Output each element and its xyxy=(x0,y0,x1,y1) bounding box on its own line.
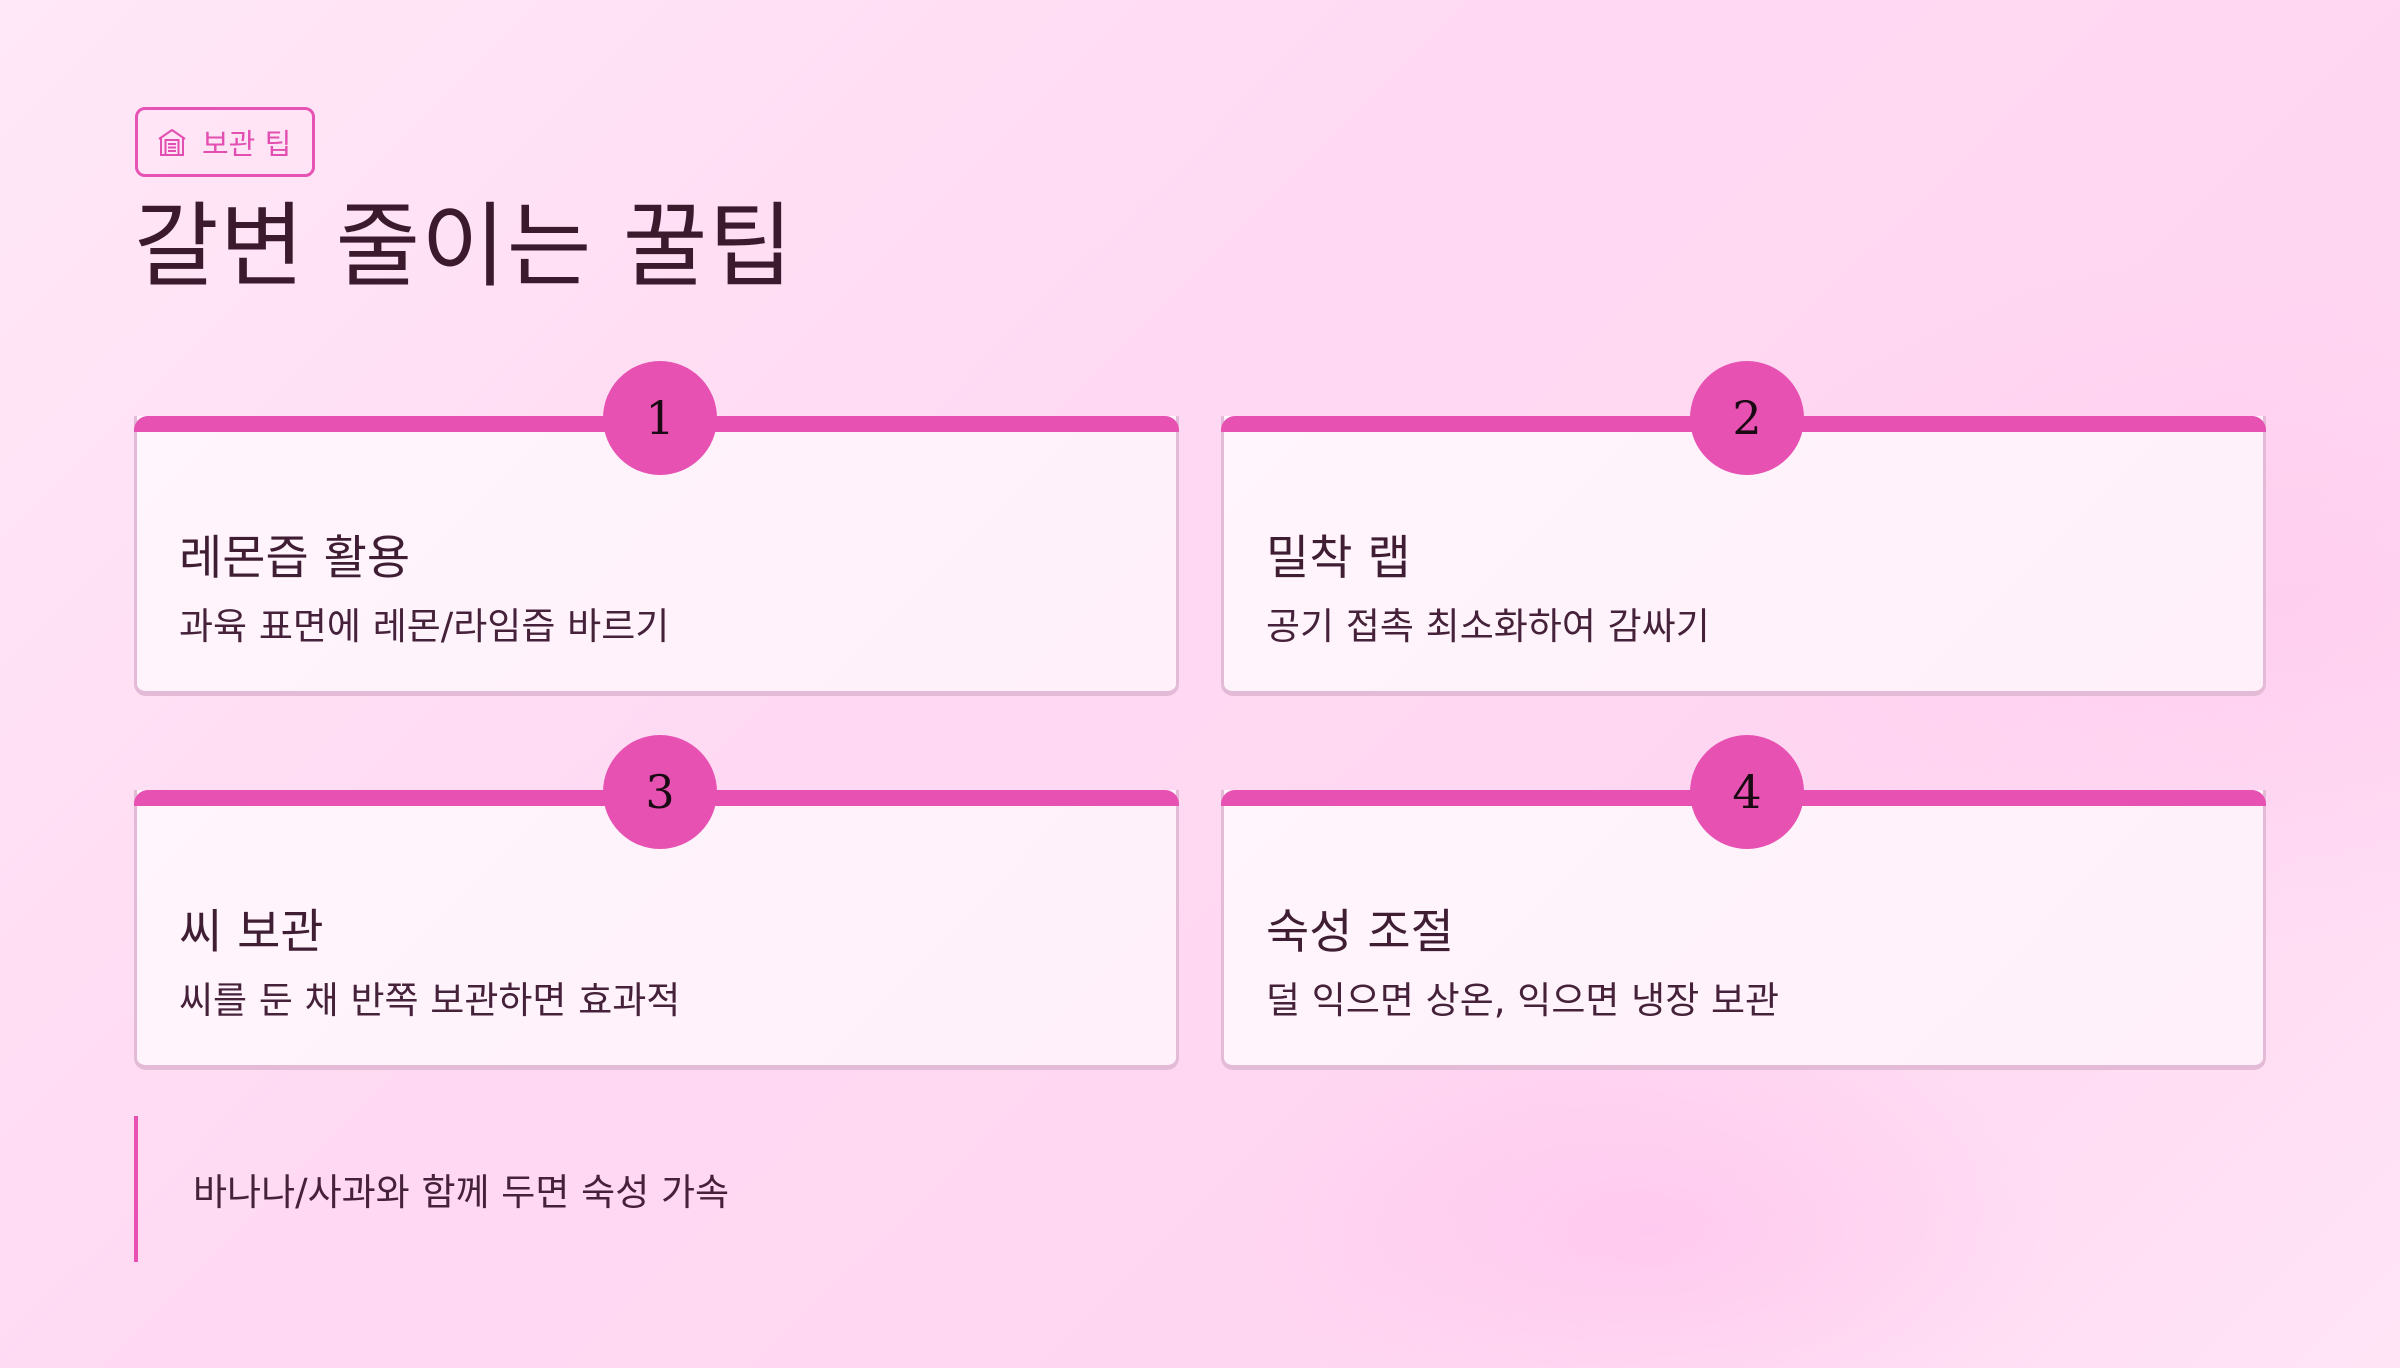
card-description: 공기 접촉 최소화하여 감싸기 xyxy=(1266,605,1710,648)
card-heading: 씨 보관 xyxy=(179,905,324,960)
tip-card-4: 4 숙성 조절 덜 익으면 상온, 익으면 냉장 보관 xyxy=(1221,735,2266,1070)
step-number-badge: 3 xyxy=(603,735,717,849)
card-heading: 레몬즙 활용 xyxy=(179,531,411,586)
footnote-text: 바나나/사과와 함께 두면 숙성 가속 xyxy=(193,1171,730,1214)
footnote-callout: 바나나/사과와 함께 두면 숙성 가속 xyxy=(134,1116,729,1262)
step-number-badge: 4 xyxy=(1690,735,1804,849)
badge-label: 보관 팁 xyxy=(202,127,292,161)
warehouse-icon xyxy=(158,129,186,156)
category-badge: 보관 팁 xyxy=(135,107,315,177)
page-title: 갈변 줄이는 꿀팁 xyxy=(134,193,794,300)
tip-card-1: 1 레몬즙 활용 과육 표면에 레몬/라임즙 바르기 xyxy=(134,361,1179,696)
tip-card-3: 3 씨 보관 씨를 둔 채 반쪽 보관하면 효과적 xyxy=(134,735,1179,1070)
card-description: 과육 표면에 레몬/라임즙 바르기 xyxy=(179,605,670,648)
card-description: 씨를 둔 채 반쪽 보관하면 효과적 xyxy=(179,979,681,1022)
step-number-badge: 2 xyxy=(1690,361,1804,475)
card-heading: 숙성 조절 xyxy=(1266,905,1454,960)
tip-card-2: 2 밀착 랩 공기 접촉 최소화하여 감싸기 xyxy=(1221,361,2266,696)
step-number-badge: 1 xyxy=(603,361,717,475)
card-description: 덜 익으면 상온, 익으면 냉장 보관 xyxy=(1266,979,1780,1022)
card-heading: 밀착 랩 xyxy=(1266,531,1411,586)
